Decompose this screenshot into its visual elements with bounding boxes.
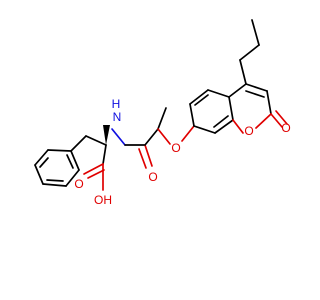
amine-hydrogen-label: H	[112, 97, 121, 111]
benzene-bond	[47, 149, 72, 152]
coumarin-bond	[207, 89, 230, 98]
alpha-carbon-bond	[85, 135, 107, 146]
coumarin-bond	[189, 89, 209, 105]
benzene-inner-double-bond	[46, 179, 64, 182]
coumarin-bond	[189, 103, 195, 127]
lactone-carbonyl-bond	[270, 113, 283, 128]
propyl-bond	[239, 44, 260, 61]
coumarin-bond	[193, 125, 216, 134]
benzene-bond	[34, 164, 44, 185]
n-alpha-bond	[111, 128, 126, 146]
amide-oxygen-label: O	[148, 170, 157, 184]
propyl-bond	[239, 59, 247, 85]
pyranone-bond	[228, 83, 247, 98]
ether-bond-left	[157, 128, 171, 145]
lactone-ring-o-bond	[255, 113, 272, 129]
coumarin-benzene-ring	[189, 89, 234, 134]
coumarin-inner-double-bond	[213, 115, 229, 128]
nitrogen-label: N	[113, 110, 122, 124]
pyranone-inner-double-bond	[245, 90, 265, 98]
amide-co-double-bond	[138, 148, 147, 169]
benzene-ring	[34, 149, 80, 187]
ring-oxygen-label: O	[244, 124, 253, 138]
methyl-bond	[157, 107, 167, 130]
ring-o-bond	[232, 119, 244, 134]
coumarin-bond	[228, 96, 234, 121]
alpha-oxy-carbon-bond	[144, 128, 159, 146]
phenylalanine-backbone	[70, 125, 110, 191]
acid-hydroxyl-label: OH	[94, 193, 112, 207]
propyl-chain	[239, 19, 260, 85]
pyranone-bond	[245, 83, 268, 92]
pyranone-ring	[228, 83, 288, 134]
acid-double-bond-inner	[87, 169, 105, 179]
amide-co-bond	[144, 144, 153, 167]
benzyl-bond	[70, 135, 87, 152]
molecule-structure-diagram: H N O O O O O OH	[34, 19, 291, 207]
carboxyl-bond	[102, 144, 107, 165]
benzene-bond	[70, 150, 80, 171]
ether-oxygen-label: O	[171, 141, 180, 155]
coumarin-bond	[214, 119, 234, 134]
lactone-oxygen-label: O	[281, 121, 290, 135]
benzene-inner-double-bond	[66, 154, 74, 169]
benzene-bond	[65, 169, 80, 187]
chemical-structure-svg: H N O O O O O OH	[34, 19, 291, 207]
pyranone-bond	[266, 90, 272, 115]
propyl-bond	[251, 19, 260, 46]
benzene-inner-double-bond	[39, 157, 49, 168]
acid-double-bond	[83, 163, 104, 175]
ether-bond-right	[181, 125, 195, 142]
wedge-bond	[103, 125, 110, 145]
coumarin-inner-double-bond	[194, 94, 209, 106]
amide-linker	[111, 107, 195, 169]
acid-oxygen-label: O	[74, 177, 83, 191]
benzene-bond	[42, 183, 67, 187]
lactone-carbonyl-double-bond	[275, 110, 288, 125]
benzene-bond	[34, 149, 49, 166]
